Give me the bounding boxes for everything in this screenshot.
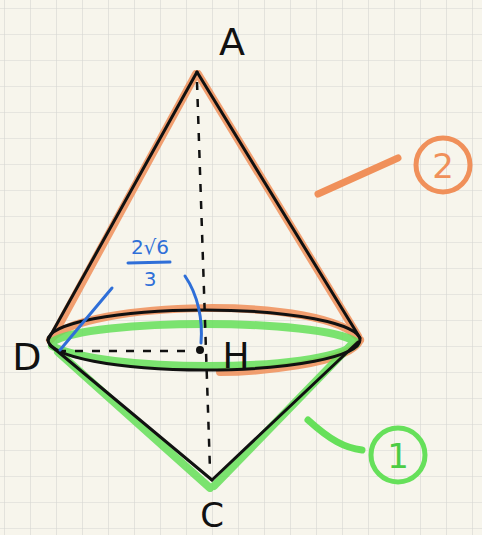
axis-dashed [58, 82, 210, 470]
length-marker [60, 262, 201, 350]
length-label: 2√6 [131, 237, 169, 257]
callout-1 [308, 420, 425, 482]
center-point [196, 346, 204, 354]
vertex-label: C [200, 498, 224, 532]
callout-number: 1 [387, 439, 409, 473]
callout-2 [318, 138, 470, 194]
point-label: H [222, 338, 249, 374]
callout-number: 2 [432, 149, 454, 183]
lower-cone-highlight [52, 324, 356, 488]
cone-outline [48, 72, 360, 480]
vertex-label: A [219, 23, 245, 61]
length-label: 3 [144, 269, 157, 289]
vertex-label: D [12, 338, 41, 376]
